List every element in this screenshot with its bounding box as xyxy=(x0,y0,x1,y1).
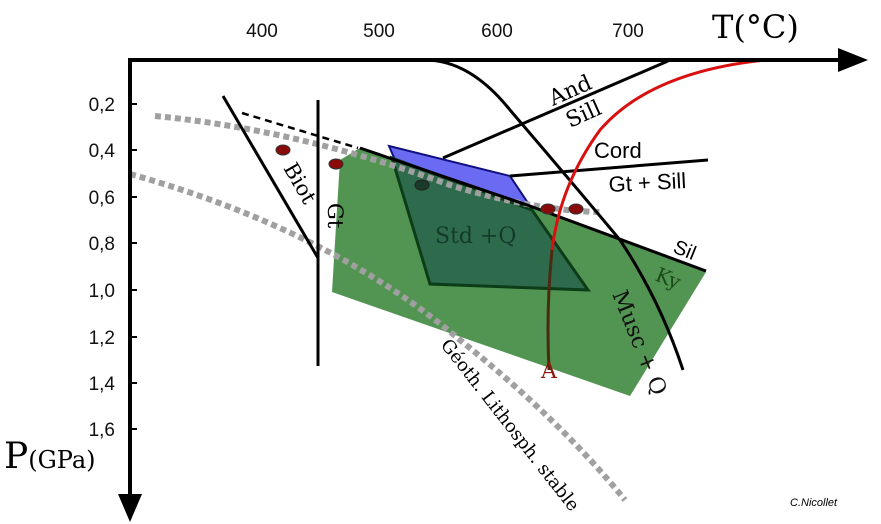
sample-dot xyxy=(275,144,291,156)
geotherm-lower xyxy=(129,171,628,502)
t-axis-arrow xyxy=(838,48,868,72)
t-tick: 600 xyxy=(481,21,513,42)
p-tick: 0,8 xyxy=(89,234,115,255)
t-tick: 700 xyxy=(612,21,644,42)
sil-ky-line xyxy=(359,146,531,208)
label-gt: Gt xyxy=(323,203,347,229)
p-tick: 0,6 xyxy=(89,188,115,209)
dashed-line xyxy=(241,111,359,150)
sample-dot xyxy=(414,179,430,191)
label-a: A xyxy=(540,359,558,384)
p-axis-arrow xyxy=(118,494,142,522)
t-axis-title: T(°C) xyxy=(712,8,799,46)
a-curve xyxy=(546,249,554,371)
label-gt-sill: Gt + Sill xyxy=(608,168,687,197)
musc-q-curve xyxy=(424,58,685,371)
sample-dot xyxy=(540,203,556,215)
credit: C.Nicollet xyxy=(790,497,838,509)
cord-line xyxy=(509,158,709,178)
p-tick: 1,4 xyxy=(89,374,116,395)
and-sill-line xyxy=(442,59,669,160)
label-std-q: Std +Q xyxy=(435,224,516,249)
p-tick: 0,2 xyxy=(89,95,115,116)
p-tick: 1,0 xyxy=(89,281,115,302)
p-axis-title: P(GPa) xyxy=(4,436,96,477)
red-curve xyxy=(550,58,766,251)
p-tick: 0,4 xyxy=(89,141,116,162)
label-cord: Cord xyxy=(594,138,642,163)
sample-dot xyxy=(328,158,344,170)
staurolite-field xyxy=(389,155,591,292)
t-tick: 500 xyxy=(363,21,395,42)
sample-dot xyxy=(568,203,584,215)
biot-line xyxy=(221,95,320,259)
t-tick: 400 xyxy=(246,21,278,42)
p-tick: 1,6 xyxy=(89,420,115,441)
p-tick: 1,2 xyxy=(89,328,115,349)
